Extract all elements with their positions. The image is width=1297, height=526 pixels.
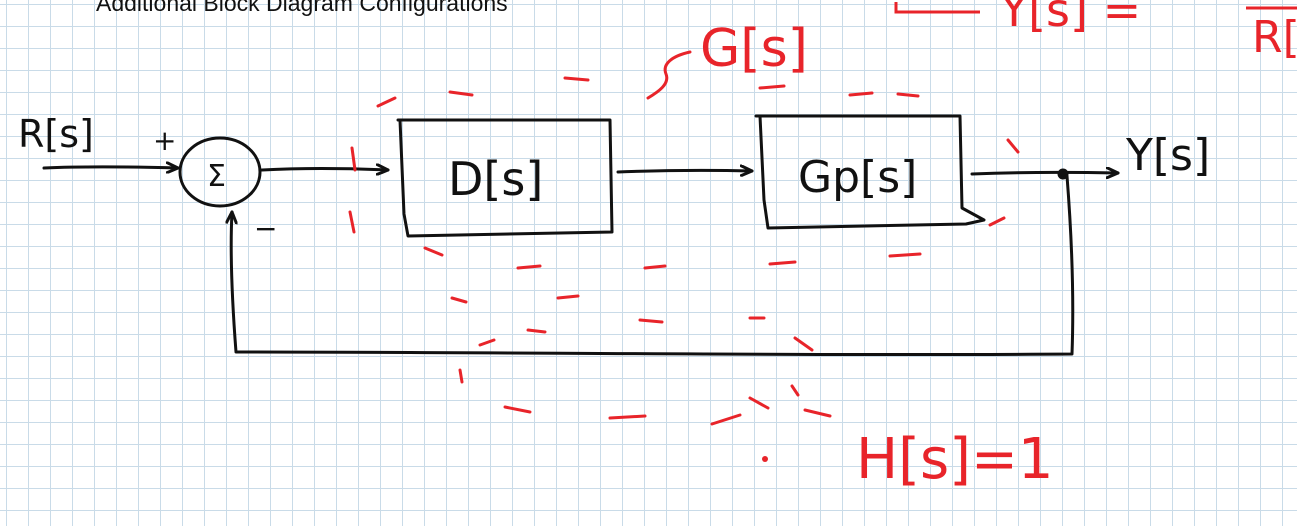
outline-dash — [988, 216, 1006, 227]
outline-dash — [376, 96, 397, 108]
input-line — [42, 167, 180, 168]
cursor-dot — [762, 456, 768, 462]
outline-dash — [896, 92, 920, 98]
outline-dash — [748, 396, 770, 410]
sum-to-controller-line — [260, 169, 390, 171]
forward-path-dashed-outline — [348, 76, 1020, 426]
summing-symbol: Σ — [207, 159, 226, 194]
outline-dash — [888, 252, 922, 258]
outline-dash — [448, 90, 474, 97]
feedback-label: H[s]=1 — [856, 427, 1054, 492]
forward-group-brace — [646, 50, 692, 100]
plus-sign: + — [153, 124, 176, 157]
output-line — [970, 172, 1120, 174]
outline-dash — [710, 413, 742, 426]
top-right-box-corner — [894, 2, 980, 14]
outline-dash — [348, 210, 356, 234]
forward-group-label: G[s] — [700, 19, 808, 79]
controller-label: D[s] — [448, 152, 543, 206]
top-right-equation: Y[s] = — [999, 0, 1141, 37]
controller-to-plant-line — [616, 170, 754, 172]
pickoff-point — [1057, 168, 1069, 180]
outline-dash — [503, 405, 532, 414]
outline-dash — [478, 338, 496, 347]
outline-dash — [643, 264, 667, 270]
outline-dash — [526, 328, 547, 334]
outline-dash — [793, 336, 814, 352]
page-title: Additional Block Diagram Configurations — [96, 0, 508, 16]
output-label: Y[s] — [1125, 130, 1210, 181]
controller-block — [396, 118, 614, 238]
outline-dash — [758, 84, 786, 90]
feedback-path — [231, 174, 1075, 357]
outline-dash — [768, 260, 797, 266]
outline-dash — [608, 414, 647, 420]
outline-dash — [350, 146, 357, 172]
outline-dash — [848, 91, 874, 97]
outline-dash — [790, 384, 800, 397]
outline-dash — [1006, 138, 1020, 154]
outline-dash — [458, 368, 464, 384]
outline-dash — [423, 246, 444, 257]
outline-dash — [556, 294, 580, 300]
plant-block — [754, 114, 986, 230]
plant-label: Gp[s] — [798, 152, 917, 203]
outline-dash — [563, 76, 590, 82]
minus-sign: − — [254, 212, 277, 245]
summing-junction — [178, 136, 262, 208]
outline-dash — [803, 408, 832, 418]
top-right-denominator: R[ — [1252, 12, 1297, 63]
outline-dash — [450, 296, 468, 304]
outline-dash — [638, 318, 664, 324]
input-label: R[s] — [18, 112, 94, 156]
outline-dash — [516, 264, 542, 270]
